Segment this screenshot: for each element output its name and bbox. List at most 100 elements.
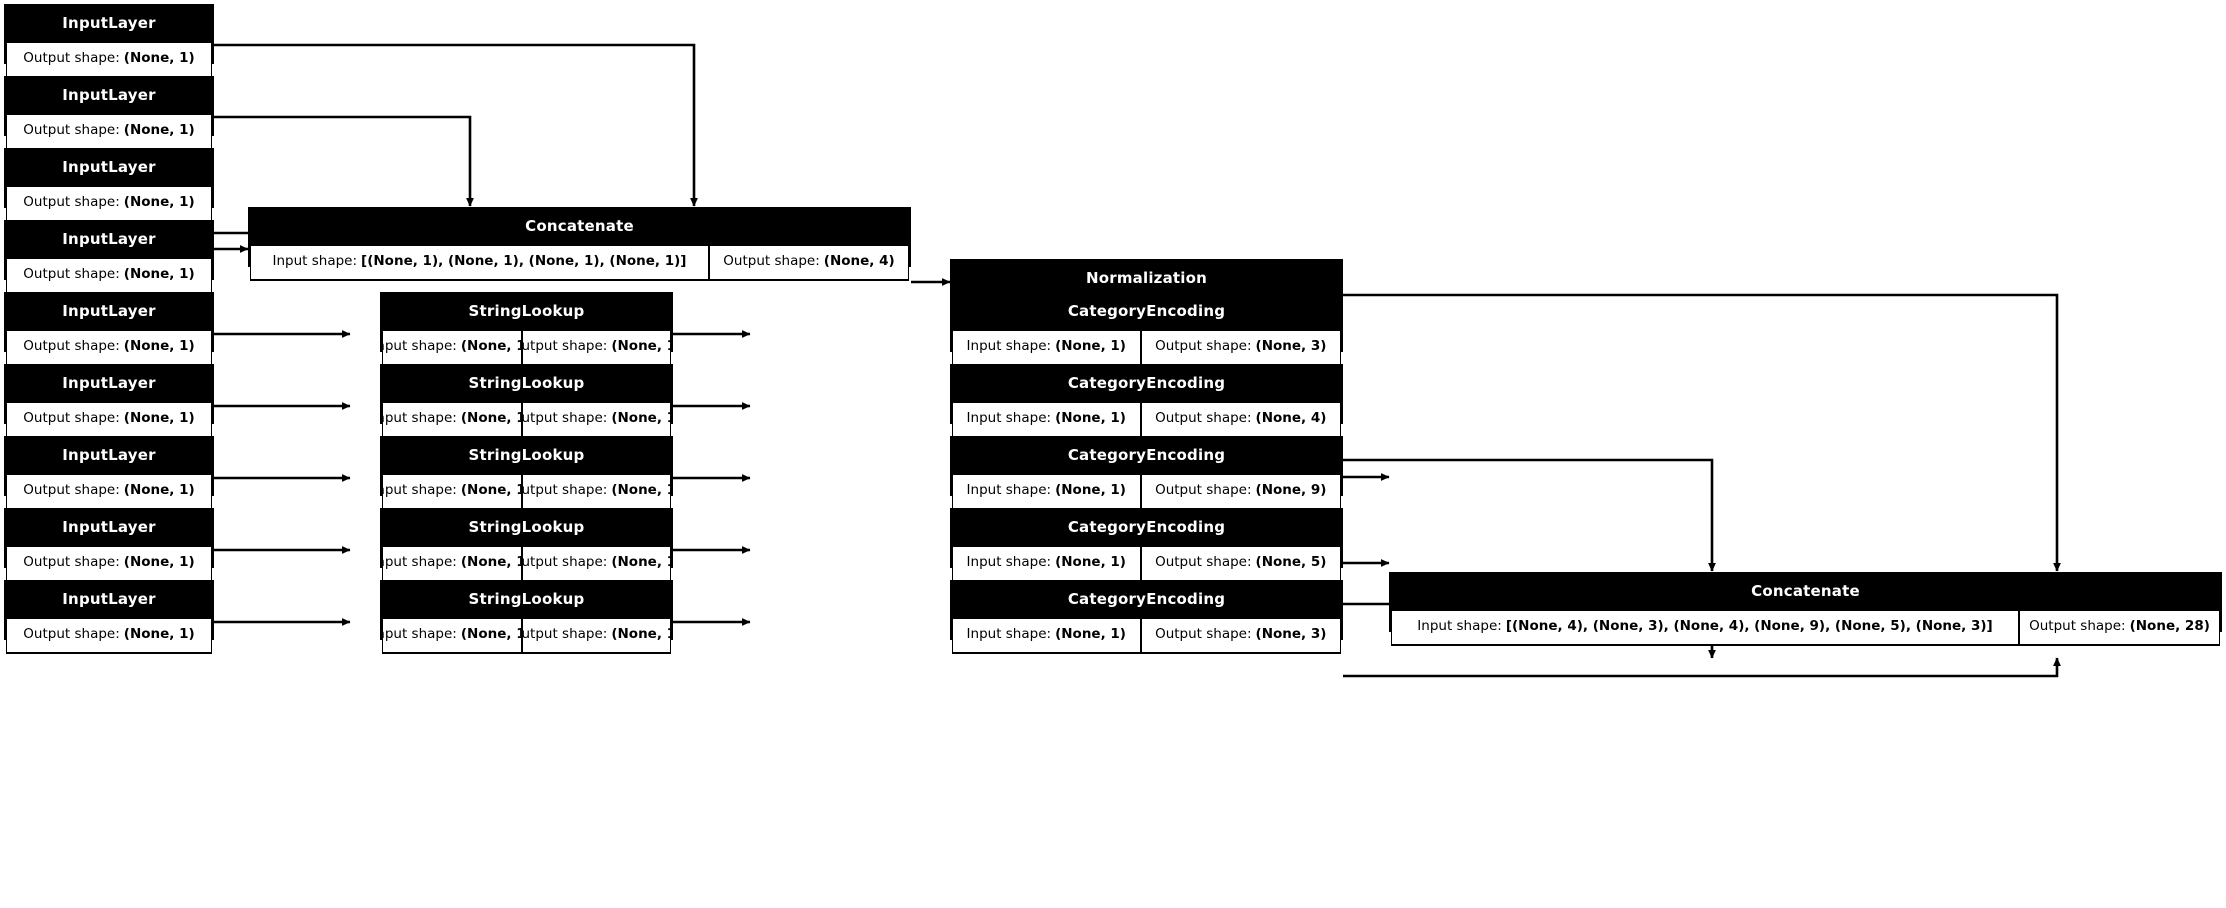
- input-shape-cell: Input shape: (None, 1): [382, 546, 523, 581]
- node-shape-row: Output shape: (None, 1): [6, 258, 212, 294]
- output-shape-cell: Output shape: (None, 1): [6, 258, 212, 293]
- node-lookup_4[interactable]: StringLookup Input shape: (None, 1) Outp…: [380, 508, 673, 582]
- output-shape-cell: Output shape: (None, 5): [1140, 546, 1341, 581]
- node-input_num_4[interactable]: InputLayer Output shape: (None, 1): [4, 220, 214, 294]
- node-lookup_5[interactable]: StringLookup Input shape: (None, 1) Outp…: [380, 580, 673, 654]
- node-type-label: InputLayer: [6, 438, 212, 474]
- input-shape-cell: Input shape: [(None, 1), (None, 1), (Non…: [250, 245, 709, 280]
- input-shape-label: Input shape:: [966, 482, 1052, 498]
- input-shape-cell: Input shape: (None, 1): [382, 618, 523, 653]
- output-shape-label: Output shape:: [23, 266, 120, 282]
- output-shape-value: (None, 1): [123, 410, 195, 426]
- output-shape-label: Output shape:: [23, 50, 120, 66]
- output-shape-value: (None, 1): [123, 266, 195, 282]
- output-shape-value: (None, 1): [611, 554, 670, 570]
- output-shape-value: (None, 1): [611, 482, 670, 498]
- node-shape-row: Input shape: (None, 1) Output shape: (No…: [952, 474, 1341, 510]
- output-shape-label: Output shape:: [1155, 554, 1252, 570]
- output-shape-cell: Output shape: (None, 1): [6, 474, 212, 509]
- output-shape-value: (None, 1): [611, 338, 670, 354]
- output-shape-label: Output shape:: [23, 338, 120, 354]
- node-shape-row: Input shape: [(None, 4), (None, 3), (Non…: [1391, 610, 2220, 646]
- node-shape-row: Input shape: (None, 1) Output shape: (No…: [382, 402, 671, 438]
- output-shape-cell: Output shape: (None, 1): [522, 618, 671, 653]
- node-encode_4[interactable]: CategoryEncoding Input shape: (None, 1) …: [950, 508, 1343, 582]
- output-shape-cell: Output shape: (None, 3): [1140, 618, 1341, 653]
- output-shape-label: Output shape:: [723, 253, 820, 269]
- input-shape-cell: Input shape: [(None, 4), (None, 3), (Non…: [1391, 610, 2019, 645]
- output-shape-label: Output shape:: [23, 122, 120, 138]
- node-encode_1[interactable]: CategoryEncoding Input shape: (None, 1) …: [950, 292, 1343, 366]
- node-type-label: CategoryEncoding: [952, 294, 1341, 330]
- output-shape-value: (None, 4): [1255, 410, 1327, 426]
- input-shape-value: (None, 1): [1055, 482, 1126, 498]
- output-shape-cell: Output shape: (None, 28): [2019, 610, 2220, 645]
- node-type-label: StringLookup: [382, 366, 671, 402]
- node-input_cat_3[interactable]: InputLayer Output shape: (None, 1): [4, 436, 214, 510]
- input-shape-value: (None, 1): [1055, 626, 1126, 642]
- node-input_num_3[interactable]: InputLayer Output shape: (None, 1): [4, 148, 214, 222]
- node-shape-row: Output shape: (None, 1): [6, 402, 212, 438]
- output-shape-value: (None, 4): [823, 253, 895, 269]
- output-shape-value: (None, 5): [1255, 554, 1327, 570]
- output-shape-label: Output shape:: [1155, 626, 1252, 642]
- input-shape-label: Input shape:: [383, 338, 457, 354]
- output-shape-cell: Output shape: (None, 1): [6, 402, 212, 437]
- input-shape-value: (None, 1): [460, 554, 521, 570]
- input-shape-cell: Input shape: (None, 1): [382, 402, 523, 437]
- input-shape-value: (None, 1): [460, 410, 521, 426]
- input-shape-label: Input shape:: [383, 410, 457, 426]
- output-shape-value: (None, 1): [611, 410, 670, 426]
- output-shape-cell: Output shape: (None, 1): [6, 546, 212, 581]
- output-shape-value: (None, 1): [611, 626, 670, 642]
- output-shape-cell: Output shape: (None, 3): [1140, 330, 1341, 365]
- node-input_cat_4[interactable]: InputLayer Output shape: (None, 1): [4, 508, 214, 582]
- input-shape-cell: Input shape: (None, 1): [382, 474, 523, 509]
- output-shape-cell: Output shape: (None, 1): [6, 330, 212, 365]
- node-type-label: InputLayer: [6, 366, 212, 402]
- input-shape-label: Input shape:: [966, 626, 1052, 642]
- node-input_num_2[interactable]: InputLayer Output shape: (None, 1): [4, 76, 214, 150]
- node-shape-row: Input shape: (None, 1) Output shape: (No…: [382, 330, 671, 366]
- output-shape-value: (None, 1): [123, 50, 195, 66]
- node-encode_5[interactable]: CategoryEncoding Input shape: (None, 1) …: [950, 580, 1343, 654]
- output-shape-cell: Output shape: (None, 1): [6, 186, 212, 221]
- node-concat_num[interactable]: Concatenate Input shape: [(None, 1), (No…: [248, 207, 911, 281]
- node-input_num_1[interactable]: InputLayer Output shape: (None, 1): [4, 4, 214, 78]
- output-shape-value: (None, 28): [2129, 618, 2210, 634]
- node-encode_3[interactable]: CategoryEncoding Input shape: (None, 1) …: [950, 436, 1343, 510]
- output-shape-value: (None, 1): [123, 194, 195, 210]
- input-shape-label: Input shape:: [966, 338, 1052, 354]
- output-shape-cell: Output shape: (None, 9): [1140, 474, 1341, 509]
- node-lookup_2[interactable]: StringLookup Input shape: (None, 1) Outp…: [380, 364, 673, 438]
- input-shape-value: [(None, 1), (None, 1), (None, 1), (None,…: [361, 253, 687, 269]
- node-encode_2[interactable]: CategoryEncoding Input shape: (None, 1) …: [950, 364, 1343, 438]
- node-input_cat_2[interactable]: InputLayer Output shape: (None, 1): [4, 364, 214, 438]
- node-lookup_1[interactable]: StringLookup Input shape: (None, 1) Outp…: [380, 292, 673, 366]
- node-shape-row: Input shape: (None, 1) Output shape: (No…: [382, 474, 671, 510]
- node-shape-row: Input shape: (None, 1) Output shape: (No…: [952, 402, 1341, 438]
- output-shape-cell: Output shape: (None, 1): [522, 402, 671, 437]
- node-type-label: CategoryEncoding: [952, 438, 1341, 474]
- output-shape-cell: Output shape: (None, 4): [1140, 402, 1341, 437]
- input-shape-label: Input shape:: [272, 253, 358, 269]
- node-type-label: CategoryEncoding: [952, 510, 1341, 546]
- node-input_cat_5[interactable]: InputLayer Output shape: (None, 1): [4, 580, 214, 654]
- output-shape-label: Output shape:: [522, 482, 608, 498]
- output-shape-label: Output shape:: [522, 410, 608, 426]
- input-shape-value: (None, 1): [1055, 554, 1126, 570]
- edge-encode_5-concat_all: [1343, 657, 2061, 678]
- input-shape-cell: Input shape: (None, 1): [952, 402, 1141, 437]
- node-lookup_3[interactable]: StringLookup Input shape: (None, 1) Outp…: [380, 436, 673, 510]
- node-input_cat_1[interactable]: InputLayer Output shape: (None, 1): [4, 292, 214, 366]
- output-shape-label: Output shape:: [522, 554, 608, 570]
- edge-input_num_1-concat_num: [214, 43, 698, 207]
- output-shape-label: Output shape:: [23, 194, 120, 210]
- node-concat_all[interactable]: Concatenate Input shape: [(None, 4), (No…: [1389, 572, 2222, 646]
- edge-input_num_2-concat_num: [214, 115, 474, 207]
- node-type-label: Normalization: [952, 261, 1341, 297]
- input-shape-label: Input shape:: [966, 554, 1052, 570]
- input-shape-value: (None, 1): [460, 338, 521, 354]
- node-shape-row: Output shape: (None, 1): [6, 42, 212, 78]
